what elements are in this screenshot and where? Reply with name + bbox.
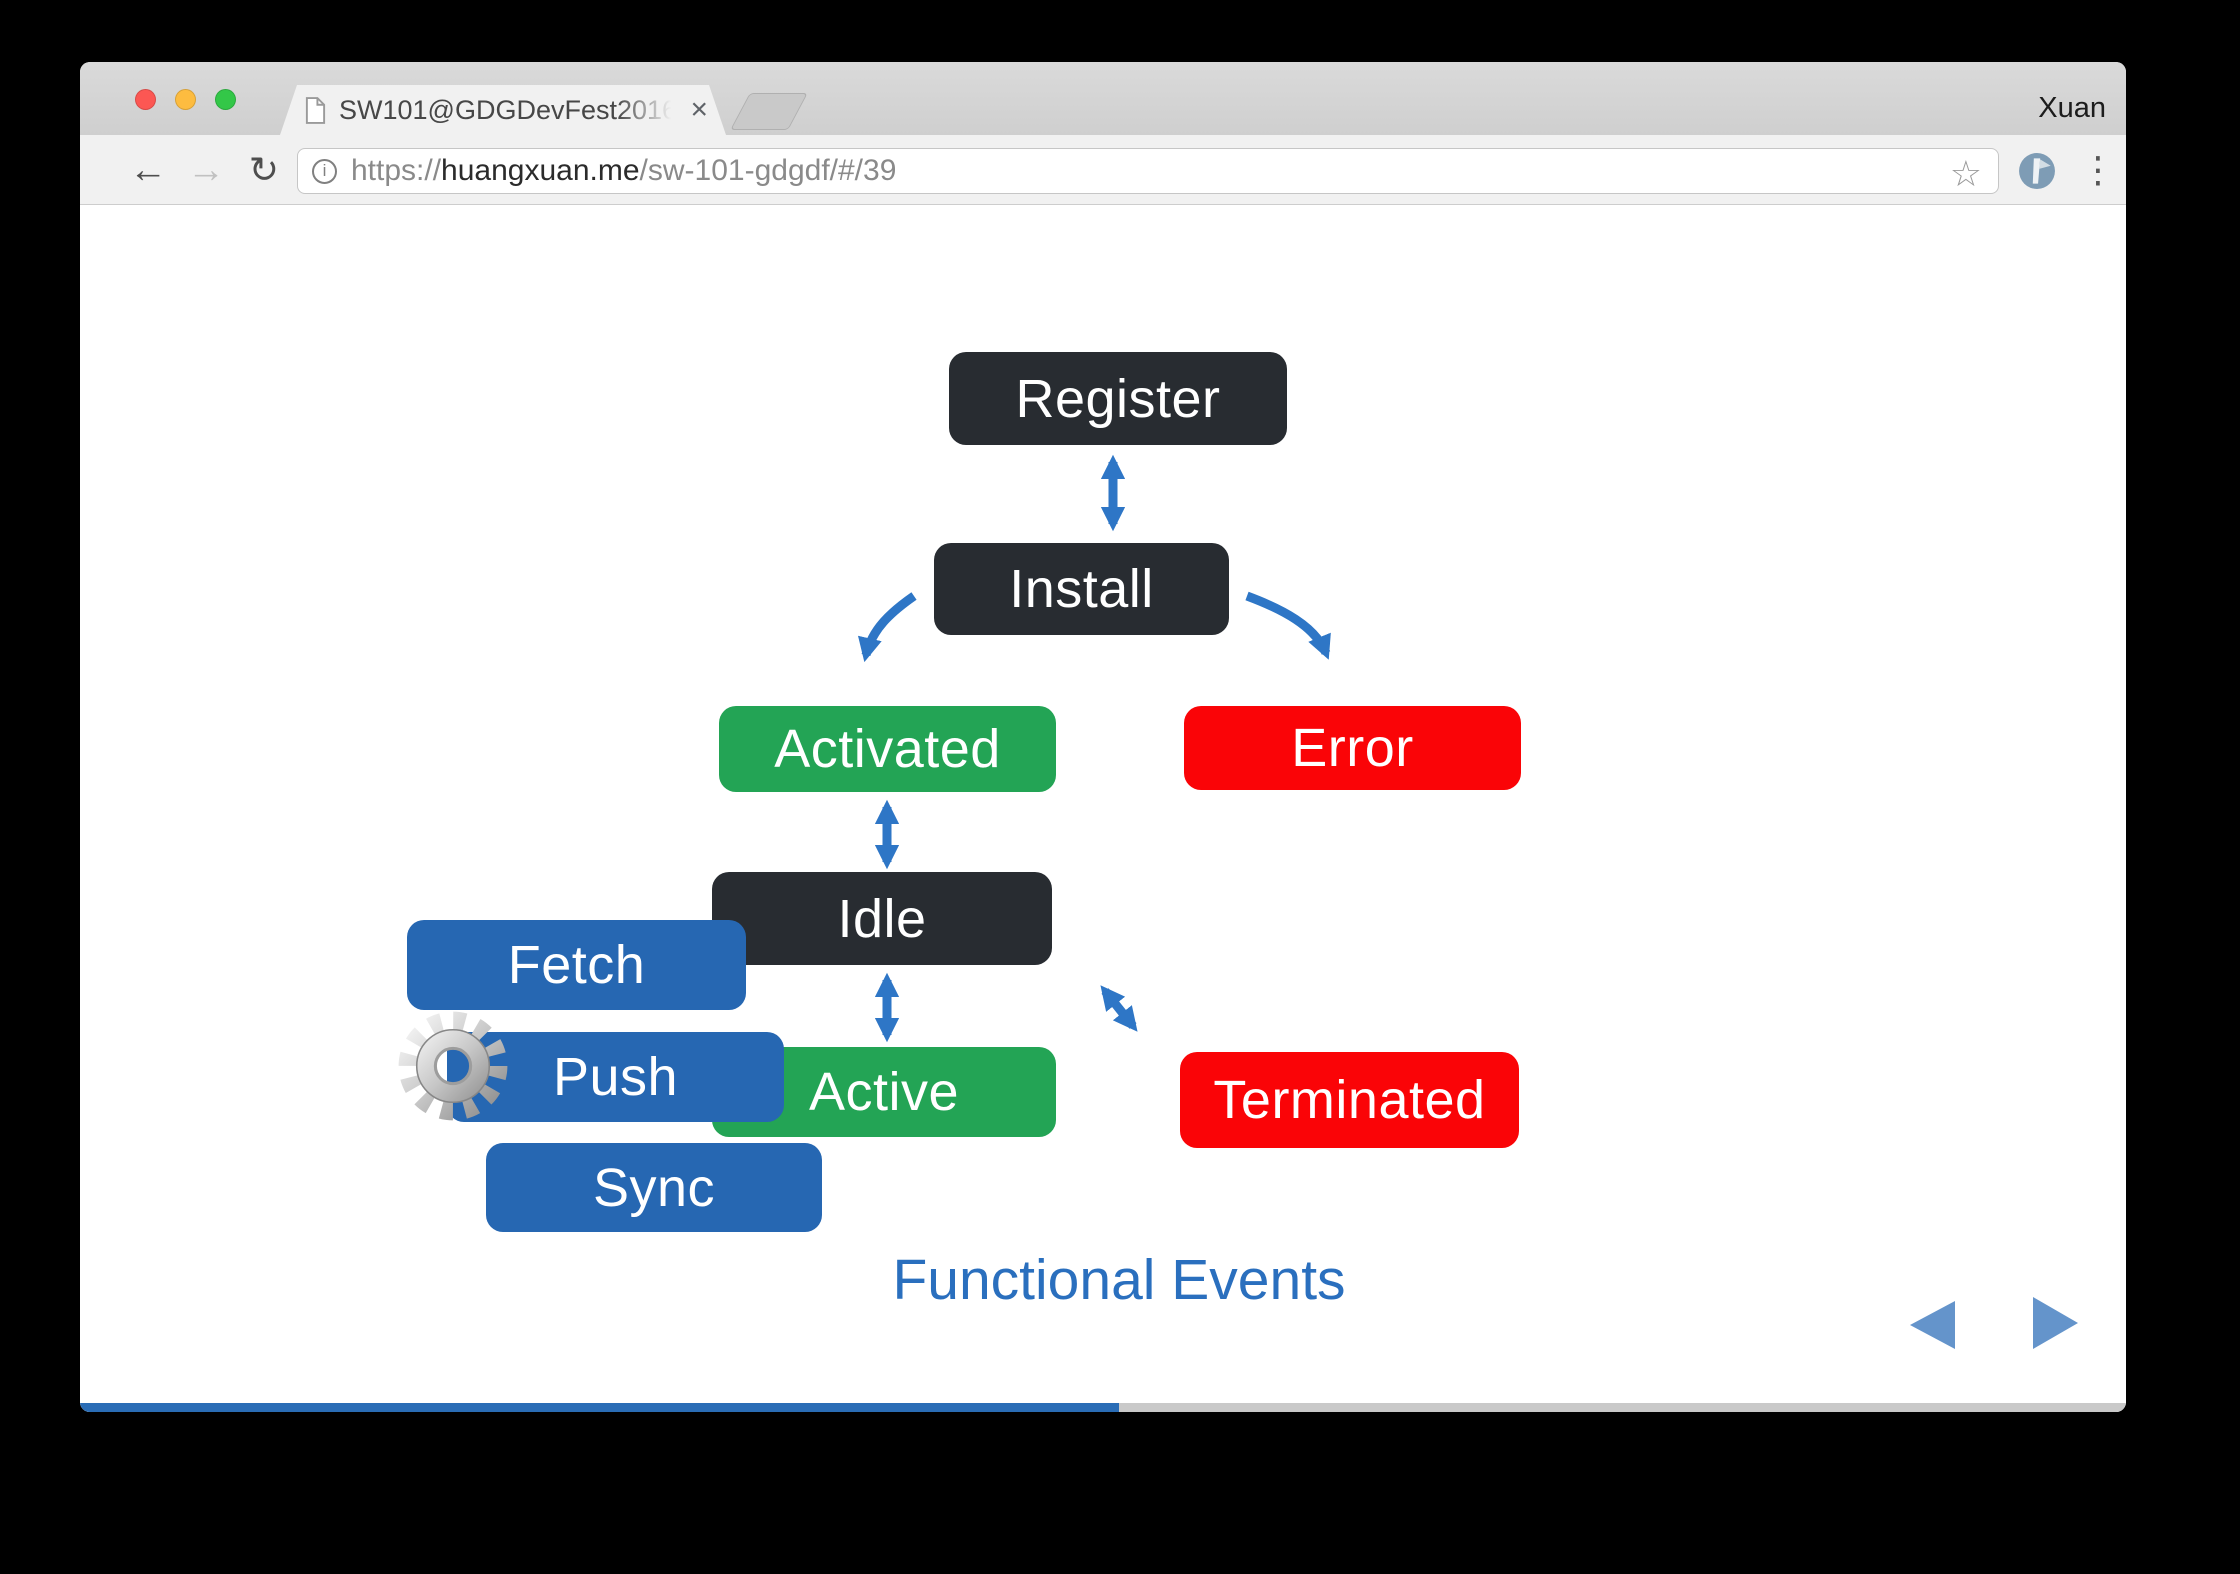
url-text: https://huangxuan.me/sw-101-gdgdf/#/39 [351,154,1984,188]
next-slide-button[interactable] [2033,1297,2078,1349]
page-favicon-icon [304,97,327,124]
arrow-idle-terminated [1100,985,1138,1032]
slide-content: Register Install Activated Error Idle Fe… [80,205,2126,1412]
slide-caption: Functional Events [892,1248,1346,1312]
node-fetch: Fetch [407,920,746,1010]
bookmark-star-icon[interactable]: ☆ [1949,153,1982,194]
node-error: Error [1184,706,1521,790]
url-host: huangxuan.me [441,154,640,187]
node-idle: Idle [712,872,1052,965]
gear-icon [398,1011,508,1121]
profile-name: Xuan [2038,92,2106,124]
close-window-button[interactable] [135,89,156,110]
toolbar: ← → ↻ i https://huangxuan.me/sw-101-gdgd… [80,135,2126,205]
url-path: /sw-101-gdgdf/#/39 [639,154,897,187]
node-terminated: Terminated [1180,1052,1519,1148]
url-scheme: https:// [351,154,442,187]
forward-icon[interactable]: → [187,148,225,191]
node-activated: Activated [719,706,1056,792]
tab-title: SW101@GDGDevFest2016 - ( [339,94,679,125]
slide-progress-fill [80,1403,1120,1412]
chrome-menu-icon[interactable]: ⋮ [2080,149,2116,190]
tab-strip: SW101@GDGDevFest2016 - ( × Xuan [80,62,2126,135]
minimize-window-button[interactable] [175,89,196,110]
node-install: Install [934,543,1229,635]
arrow-install-error [1245,591,1331,660]
node-register: Register [949,352,1287,445]
node-sync: Sync [486,1143,822,1232]
active-tab[interactable]: SW101@GDGDevFest2016 - ( × [280,85,726,135]
new-tab-button[interactable] [730,93,808,130]
arrow-install-activated [857,592,917,663]
reload-icon[interactable]: ↻ [248,149,280,190]
browser-window: SW101@GDGDevFest2016 - ( × Xuan ← → ↻ i … [80,62,2126,1412]
node-push: Push [447,1032,784,1122]
avatar[interactable] [2018,152,2056,190]
back-icon[interactable]: ← [129,148,167,191]
page-info-icon[interactable]: i [312,158,337,184]
prev-slide-button[interactable] [1910,1301,1955,1349]
tab-close-icon[interactable]: × [690,93,708,126]
address-bar[interactable]: i https://huangxuan.me/sw-101-gdgdf/#/39… [297,148,1999,194]
slide-progress-bar[interactable] [80,1403,2126,1412]
zoom-window-button[interactable] [215,89,236,110]
flow-arrows [857,454,1331,1043]
